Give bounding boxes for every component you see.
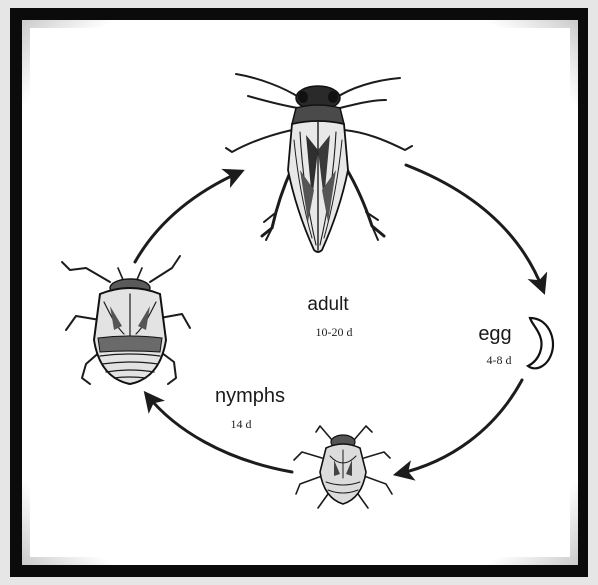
adult-label: adult [307, 294, 349, 315]
egg-duration: 4-8 d [487, 353, 512, 367]
adult-duration: 10-20 d [316, 325, 353, 339]
nymphs-duration: 14 d [231, 417, 252, 431]
nymphs-label: nymphs [215, 385, 285, 407]
egg-label: egg [478, 323, 511, 345]
